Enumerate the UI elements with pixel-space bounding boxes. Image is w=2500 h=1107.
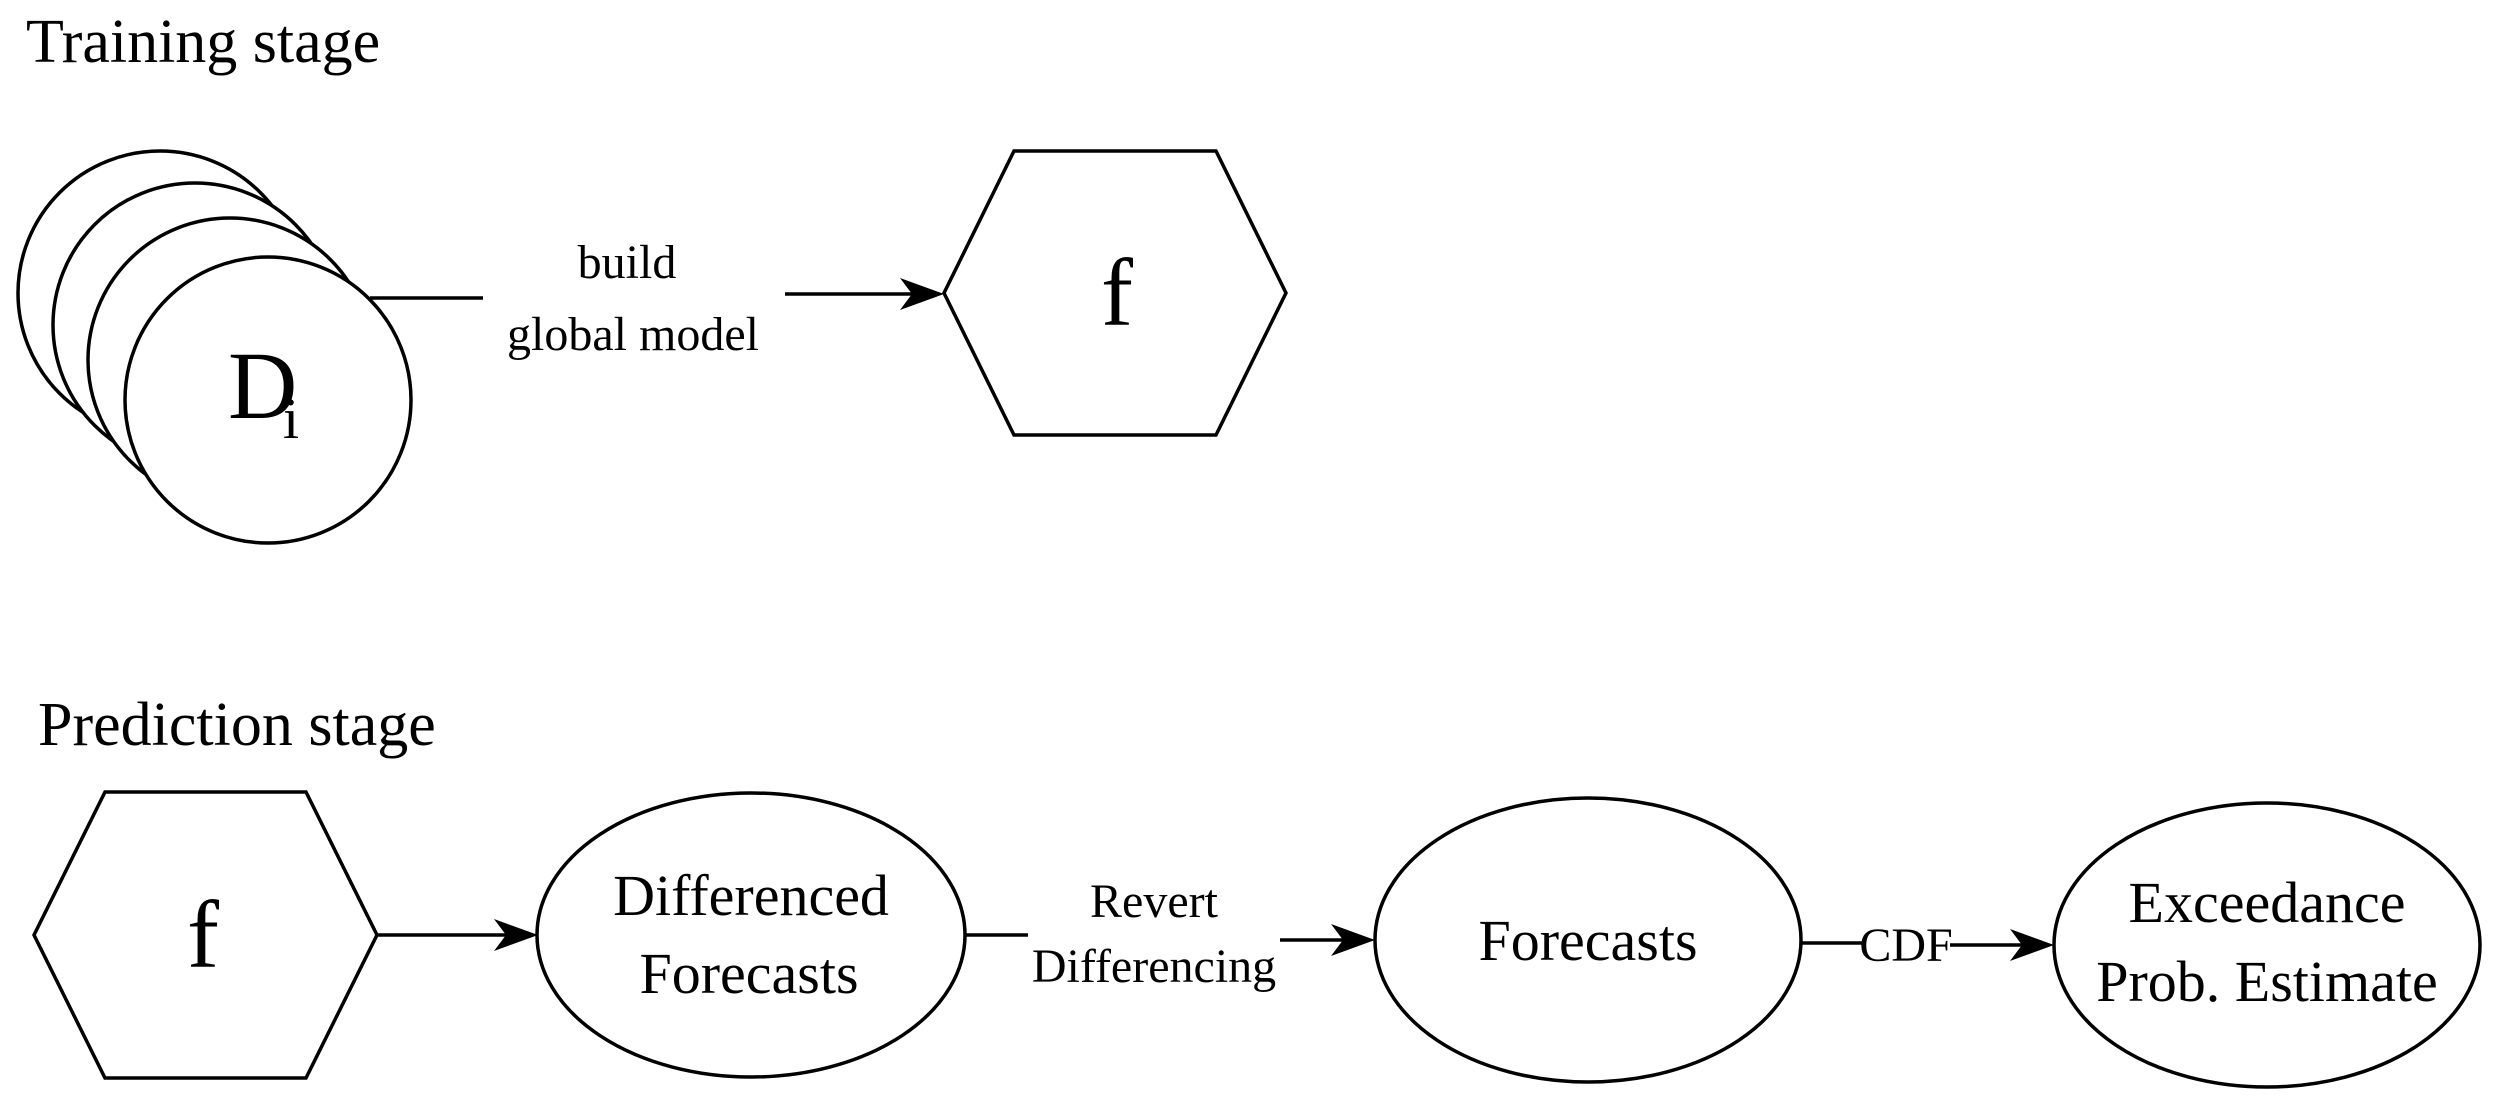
forecasts-label: Forecasts [1478,908,1697,973]
prediction-stage-title: Prediction stage [38,691,436,759]
cdf-edge-arrowhead [2010,929,2054,961]
global-model-node: f [942,149,1288,437]
differenced-forecasts-ellipse [535,791,967,1079]
differenced-forecasts-line1: Differenced [613,863,889,928]
exceedance-line2: Prob. Estimate [2096,949,2438,1014]
differenced-forecasts-node: Differenced Forecasts [535,791,967,1079]
global-model-hexagon [942,149,1288,437]
cdf-edge: CDF [1801,919,2054,972]
exceedance-line1: Exceedance [2129,870,2406,935]
forecasts-ellipse [1373,796,1803,1084]
dataset-subscript: i [283,386,299,451]
training-stage-title: Training stage [26,8,380,76]
dataset-label: D [228,332,297,439]
dataset-circle-front [123,255,413,545]
revert-edge-label-line1: Revert [1090,875,1219,928]
cdf-edge-label: CDF [1859,919,1952,972]
build-edge-arrowhead [900,278,944,310]
build-edge: build global model [370,236,944,361]
model-to-differenced-arrowhead [494,919,538,951]
prediction-model-node: f [32,790,379,1080]
differenced-forecasts-line2: Forecasts [639,941,858,1006]
exceedance-ellipse [2052,801,2482,1089]
model-to-differenced-edge [377,919,538,951]
revert-edge-label-line2: Differencing [1032,940,1276,993]
revert-edge-arrowhead [1331,924,1375,956]
build-edge-label-line2: global model [507,308,759,361]
global-model-label: f [1101,239,1133,346]
build-edge-label-line1: build [578,236,677,289]
revert-differencing-edge: Revert Differencing [965,875,1375,993]
prediction-model-label: f [187,881,219,988]
exceedance-node: Exceedance Prob. Estimate [2052,801,2482,1089]
dataset-stack: D i [16,149,413,545]
forecasts-node: Forecasts [1373,796,1803,1084]
